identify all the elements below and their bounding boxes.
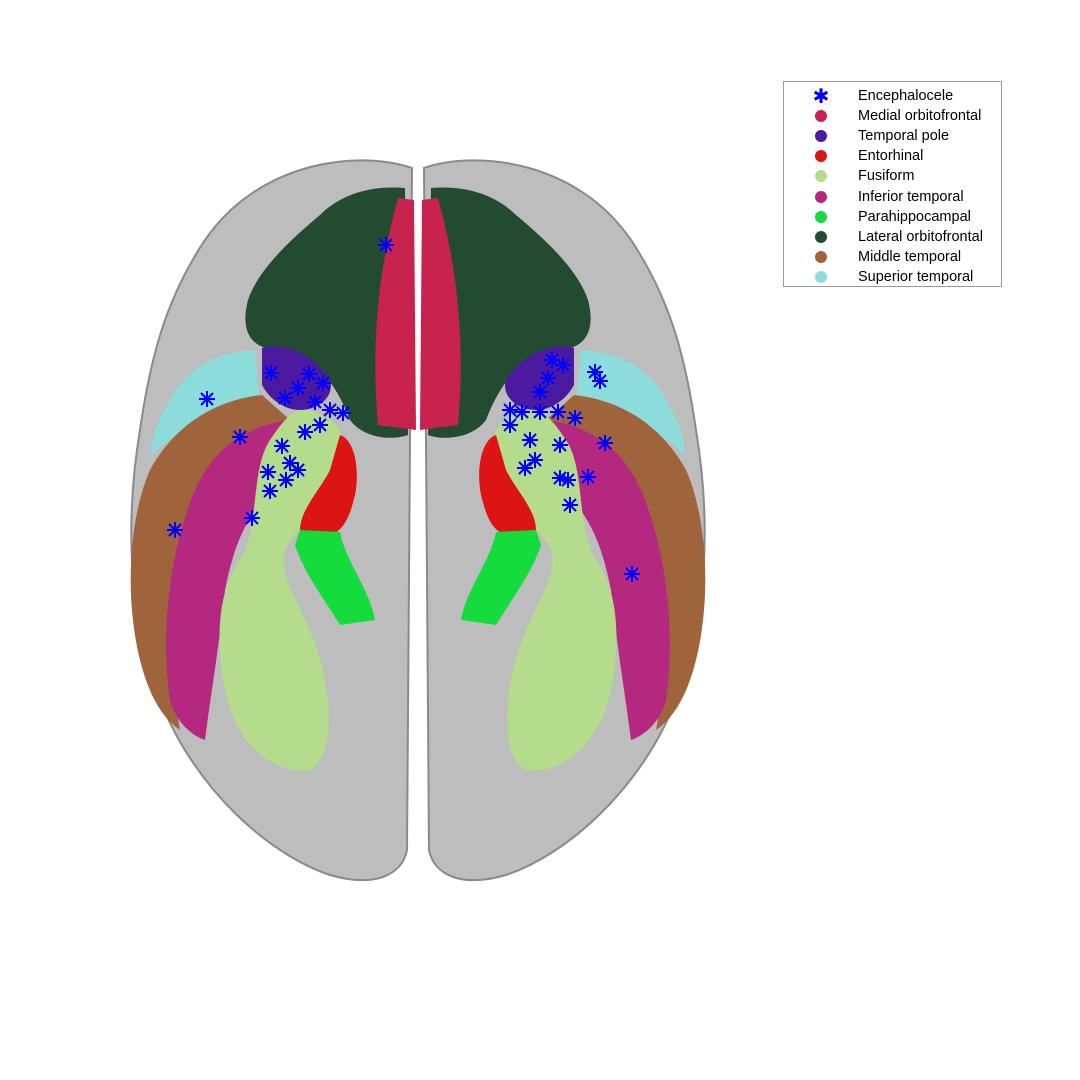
- legend-marker: [784, 130, 858, 143]
- encephalocele-marker: [232, 429, 248, 445]
- encephalocele-marker: [562, 497, 578, 513]
- encephalocele-marker: [592, 373, 608, 389]
- encephalocele-marker: [580, 469, 596, 485]
- encephalocele-marker: [517, 460, 533, 476]
- encephalocele-marker: [322, 402, 338, 418]
- legend-item: Entorhinal: [784, 146, 1001, 166]
- legend-item: Fusiform: [784, 166, 1001, 186]
- encephalocele-marker: [297, 424, 313, 440]
- legend-label: Temporal pole: [858, 128, 950, 145]
- color-dot-icon: [815, 190, 827, 203]
- right-hemisphere: [419, 159, 707, 882]
- left-hemisphere: [129, 159, 417, 882]
- legend-label: Inferior temporal: [858, 188, 964, 205]
- legend-label: Middle temporal: [858, 248, 962, 265]
- legend-marker: [784, 270, 858, 283]
- legend-label: Superior temporal: [858, 268, 974, 285]
- color-dot-icon: [815, 150, 827, 163]
- encephalocele-marker: [624, 566, 640, 582]
- encephalocele-marker: [567, 410, 583, 426]
- encephalocele-marker: [199, 391, 215, 407]
- encephalocele-marker: [532, 384, 548, 400]
- asterisk-marker-icon: ✱: [812, 84, 830, 109]
- legend-marker: [784, 230, 858, 243]
- legend-marker: ✱: [784, 84, 858, 109]
- encephalocele-marker: [522, 432, 538, 448]
- encephalocele-marker: [335, 405, 351, 421]
- legend-marker: [784, 210, 858, 223]
- legend-item: Middle temporal: [784, 247, 1001, 267]
- encephalocele-marker: [244, 510, 260, 526]
- encephalocele-marker: [597, 435, 613, 451]
- encephalocele-marker: [278, 472, 294, 488]
- encephalocele-marker: [560, 472, 576, 488]
- legend-label: Encephalocele: [858, 88, 954, 105]
- encephalocele-marker: [301, 366, 317, 382]
- encephalocele-marker: [502, 417, 518, 433]
- legend-item: Temporal pole: [784, 126, 1001, 146]
- encephalocele-marker: [514, 404, 530, 420]
- legend-label: Lateral orbitofrontal: [858, 228, 983, 245]
- encephalocele-marker: [312, 417, 328, 433]
- encephalocele-marker: [167, 522, 183, 538]
- encephalocele-marker: [555, 357, 571, 373]
- encephalocele-marker: [552, 437, 568, 453]
- encephalocele-marker: [550, 404, 566, 420]
- encephalocele-marker: [502, 402, 518, 418]
- color-dot-icon: [815, 110, 827, 123]
- encephalocele-marker: [527, 452, 543, 468]
- legend-label: Medial orbitofrontal: [858, 108, 982, 125]
- legend-marker: [784, 190, 858, 203]
- encephalocele-marker: [260, 464, 276, 480]
- encephalocele-markers: [167, 237, 640, 582]
- encephalocele-marker: [532, 404, 548, 420]
- legend-label: Entorhinal: [858, 148, 924, 165]
- color-dot-icon: [815, 250, 827, 263]
- legend-item: Medial orbitofrontal: [784, 106, 1001, 126]
- legend-marker: [784, 250, 858, 263]
- legend-item: Lateral orbitofrontal: [784, 227, 1001, 247]
- encephalocele-marker: [274, 438, 290, 454]
- legend-item: Superior temporal: [784, 267, 1001, 287]
- legend-marker: [784, 110, 858, 123]
- encephalocele-marker: [378, 237, 394, 253]
- encephalocele-marker: [263, 365, 279, 381]
- encephalocele-marker: [290, 380, 306, 396]
- encephalocele-marker: [307, 394, 323, 410]
- legend-item: Inferior temporal: [784, 186, 1001, 206]
- legend-marker: [784, 150, 858, 163]
- color-dot-icon: [815, 270, 827, 283]
- legend-label: Parahippocampal: [858, 208, 971, 225]
- legend-label: Fusiform: [858, 168, 915, 185]
- color-dot-icon: [815, 230, 827, 243]
- color-dot-icon: [815, 130, 827, 143]
- encephalocele-marker: [540, 370, 556, 386]
- encephalocele-marker: [262, 483, 278, 499]
- legend-item: Parahippocampal: [784, 207, 1001, 227]
- encephalocele-marker: [277, 390, 293, 406]
- encephalocele-marker: [290, 462, 306, 478]
- color-dot-icon: [815, 170, 827, 183]
- encephalocele-marker: [315, 375, 331, 391]
- legend-marker: [784, 170, 858, 183]
- legend-item: ✱ Encephalocele: [784, 86, 1001, 106]
- color-dot-icon: [815, 210, 827, 223]
